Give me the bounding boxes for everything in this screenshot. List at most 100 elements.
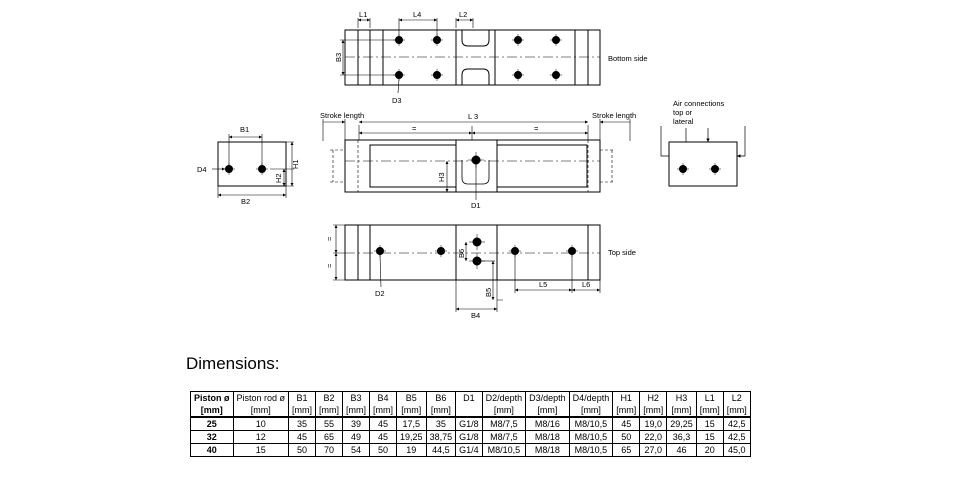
column-header: H1 bbox=[612, 391, 641, 404]
table-cell: M8/18 bbox=[525, 443, 570, 457]
label-l1: L1 bbox=[359, 10, 367, 19]
table-cell: 42,5 bbox=[722, 430, 751, 444]
table-cell: 25 bbox=[190, 416, 234, 431]
table-cell: 15 bbox=[695, 416, 724, 431]
column-header: D4/depth bbox=[568, 391, 614, 404]
table-cell: M8/7,5 bbox=[481, 416, 527, 431]
column-unit: [mm] bbox=[612, 404, 641, 418]
table-cell: 12 bbox=[232, 430, 290, 444]
table-cell: 49 bbox=[342, 430, 371, 444]
bottom-side-holes bbox=[393, 34, 562, 81]
label-air-connections-1: Air connections bbox=[673, 99, 725, 108]
label-eq-bottom: = bbox=[325, 263, 334, 268]
label-d4: D4 bbox=[197, 165, 207, 174]
label-l3: L 3 bbox=[468, 112, 478, 121]
table-cell: 50 bbox=[369, 443, 398, 457]
column-header: L1 bbox=[695, 391, 724, 404]
dimensions-heading: Dimensions: bbox=[186, 354, 280, 373]
table-cell: 22,0 bbox=[639, 430, 668, 444]
table-cell: 10 bbox=[232, 416, 290, 431]
column-unit: [mm] bbox=[190, 404, 234, 418]
label-l5: L5 bbox=[539, 280, 547, 289]
table-cell: 38,75 bbox=[425, 430, 457, 444]
column-header: L2 bbox=[722, 391, 751, 404]
table-cell: M8/18 bbox=[525, 430, 570, 444]
label-air-connections-2: top or bbox=[673, 108, 693, 117]
table-cell: 46 bbox=[666, 443, 697, 457]
table-cell: 42,5 bbox=[722, 416, 751, 431]
label-b1: B1 bbox=[240, 125, 249, 134]
table-cell: 70 bbox=[315, 443, 344, 457]
label-d2: D2 bbox=[375, 289, 385, 298]
column-header: D2/depth bbox=[481, 391, 527, 404]
table-cell: 15 bbox=[695, 430, 724, 444]
label-b5: B5 bbox=[484, 288, 493, 297]
table-cell: 36,3 bbox=[666, 430, 697, 444]
label-d1: D1 bbox=[471, 201, 481, 210]
label-stroke-length-right: Stroke length bbox=[592, 111, 636, 120]
column-header: B5 bbox=[396, 391, 427, 404]
column-unit: [mm] bbox=[568, 404, 614, 418]
table-cell: 35 bbox=[288, 416, 317, 431]
column-unit: [mm] bbox=[342, 404, 371, 418]
header-row-units: [mm][mm][mm][mm][mm][mm][mm][mm][mm][mm]… bbox=[190, 404, 751, 418]
label-bottom-side: Bottom side bbox=[608, 54, 648, 63]
table-cell: 45 bbox=[369, 430, 398, 444]
table-cell: G1/8 bbox=[455, 430, 483, 444]
top-side-view bbox=[333, 224, 601, 312]
label-stroke-length-left: Stroke length bbox=[320, 111, 364, 120]
column-header: Piston rod ø bbox=[232, 391, 290, 404]
table-cell: 39 bbox=[342, 416, 371, 431]
label-h3: H3 bbox=[437, 172, 446, 182]
column-header: B1 bbox=[288, 391, 317, 404]
column-unit bbox=[455, 404, 483, 418]
label-l4: L4 bbox=[413, 10, 421, 19]
column-header: D1 bbox=[455, 391, 483, 404]
table-cell: 55 bbox=[315, 416, 344, 431]
table-cell: M8/10,5 bbox=[568, 430, 614, 444]
side-view bbox=[322, 119, 631, 200]
label-l2: L2 bbox=[459, 10, 467, 19]
column-unit: [mm] bbox=[481, 404, 527, 418]
table-cell: 45 bbox=[369, 416, 398, 431]
column-header: D3/depth bbox=[525, 391, 570, 404]
table-cell: 45 bbox=[612, 416, 641, 431]
column-unit: [mm] bbox=[639, 404, 668, 418]
table-cell: 32 bbox=[190, 430, 234, 444]
table-cell: 19,0 bbox=[639, 416, 668, 431]
column-header: B6 bbox=[425, 391, 457, 404]
column-unit: [mm] bbox=[722, 404, 751, 418]
table-cell: M8/10,5 bbox=[568, 443, 614, 457]
top-side-holes bbox=[374, 234, 578, 269]
column-unit: [mm] bbox=[425, 404, 457, 418]
label-eq-top: = bbox=[325, 236, 334, 241]
table-cell: M8/7,5 bbox=[481, 430, 527, 444]
column-unit: [mm] bbox=[396, 404, 427, 418]
table-cell: 19,25 bbox=[396, 430, 427, 444]
column-unit: [mm] bbox=[288, 404, 317, 418]
table-cell: 65 bbox=[315, 430, 344, 444]
label-eq-right: = bbox=[534, 124, 539, 133]
column-header: Piston ø bbox=[190, 391, 234, 404]
table-cell: M8/16 bbox=[525, 416, 570, 431]
table-cell: 27,0 bbox=[639, 443, 668, 457]
table-cell: 44,5 bbox=[425, 443, 457, 457]
label-h2: H2 bbox=[274, 173, 283, 183]
table-cell: 17,5 bbox=[396, 416, 427, 431]
table-cell: 19 bbox=[396, 443, 427, 457]
end-view-left bbox=[212, 134, 294, 198]
air-connection-ports bbox=[677, 163, 721, 175]
table-cell: 50 bbox=[288, 443, 317, 457]
label-air-connections-3: lateral bbox=[673, 117, 694, 126]
technical-drawing: L1 L4 L2 B3 D3 Bottom side Stroke lengt bbox=[197, 10, 746, 320]
table-cell: G1/8 bbox=[455, 416, 483, 431]
column-unit: [mm] bbox=[695, 404, 724, 418]
label-eq-left: = bbox=[412, 124, 417, 133]
label-b4: B4 bbox=[471, 311, 480, 320]
table-cell: 20 bbox=[695, 443, 724, 457]
table-cell: 45,0 bbox=[722, 443, 751, 457]
